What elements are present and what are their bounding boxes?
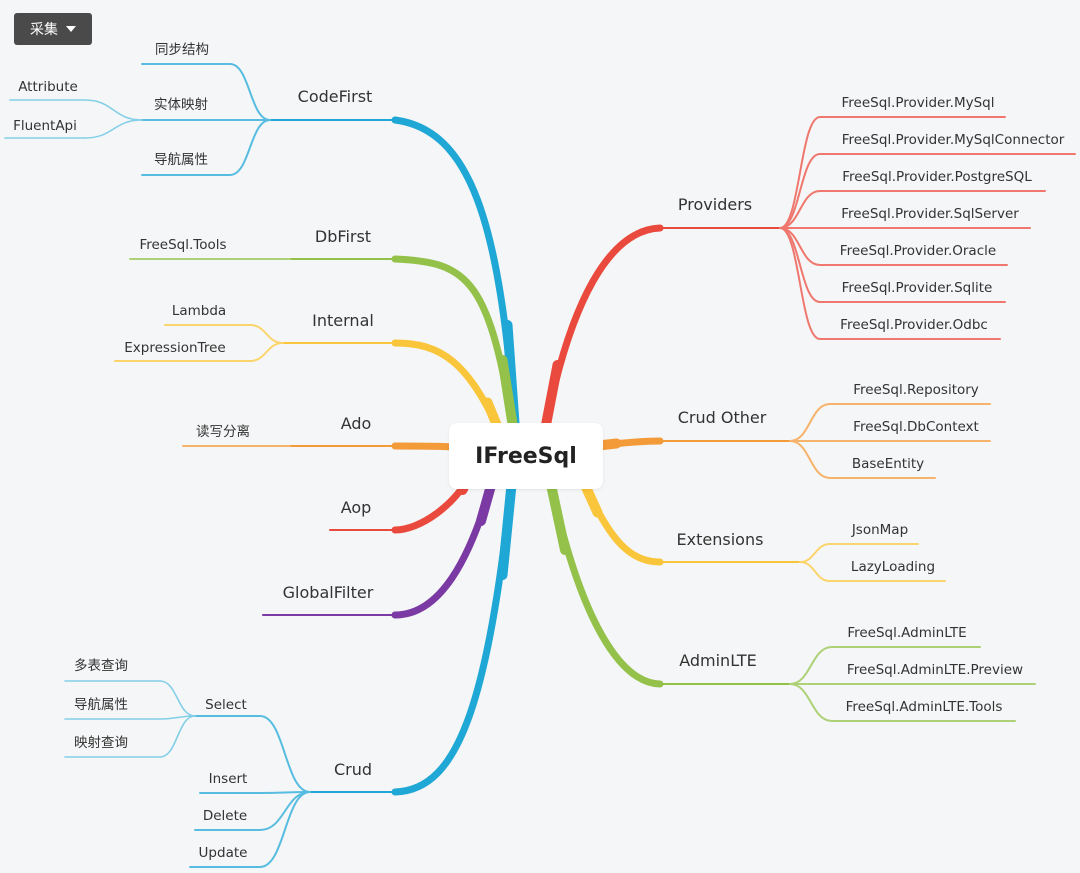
grandchild-label[interactable]: 导航属性 — [74, 697, 128, 713]
branch-connector-providers-base — [540, 360, 563, 435]
child-connector — [789, 440, 831, 479]
collect-button-label: 采集 — [30, 22, 58, 38]
child-connector — [259, 715, 311, 793]
child-label[interactable]: JsonMap — [851, 522, 908, 538]
child-connector — [789, 683, 833, 722]
child-label[interactable]: FreeSql.DbContext — [853, 419, 979, 435]
child-label[interactable]: LazyLoading — [851, 559, 935, 575]
branch-connector-adminlte-base — [545, 475, 570, 555]
caret-down-icon — [66, 26, 76, 32]
child-connector — [249, 324, 284, 344]
child-connector — [229, 119, 271, 176]
child-connector — [779, 153, 821, 229]
branch-label-codefirst[interactable]: CodeFirst — [298, 87, 373, 106]
child-connector — [779, 227, 821, 303]
child-label[interactable]: 读写分离 — [196, 423, 250, 440]
child-label[interactable]: Delete — [203, 808, 247, 824]
branch-connector-providers — [541, 224, 664, 434]
child-label[interactable]: FreeSql.Provider.Oracle — [840, 243, 996, 259]
grandchild-connector — [159, 715, 196, 758]
child-connector — [259, 791, 311, 868]
branch-label-dbfirst[interactable]: DbFirst — [315, 227, 371, 246]
grandchild-label[interactable]: 多表查询 — [74, 657, 128, 674]
child-connector — [229, 63, 271, 121]
branch-connector-extensions — [581, 481, 664, 566]
child-label[interactable]: FreeSql.Provider.SqlServer — [841, 206, 1019, 222]
child-label[interactable]: FreeSql.Provider.Sqlite — [842, 280, 993, 296]
child-connector — [789, 403, 831, 442]
child-label[interactable]: BaseEntity — [852, 456, 924, 472]
collect-dropdown-button[interactable]: 采集 — [14, 13, 92, 45]
branch-connector-crudother-base — [598, 438, 622, 450]
branch-label-extensions[interactable]: Extensions — [677, 530, 764, 549]
child-label[interactable]: FreeSql.AdminLTE.Tools — [846, 699, 1003, 715]
child-label[interactable]: ExpressionTree — [124, 340, 225, 356]
branch-connector-globalfilter — [391, 478, 496, 619]
child-label[interactable]: 实体映射 — [154, 97, 208, 113]
child-connector — [249, 342, 284, 362]
branch-label-globalfilter[interactable]: GlobalFilter — [283, 583, 374, 602]
grandchild-label[interactable]: FluentApi — [13, 118, 77, 134]
child-connector — [259, 791, 311, 831]
child-label[interactable]: FreeSql.Repository — [853, 382, 979, 398]
grandchild-connector — [84, 119, 143, 139]
branch-label-crud[interactable]: Crud — [334, 760, 372, 779]
branch-label-providers[interactable]: Providers — [678, 195, 752, 214]
branch-label-aop[interactable]: Aop — [341, 498, 372, 517]
child-connector — [799, 561, 831, 582]
child-label[interactable]: 导航属性 — [154, 152, 208, 168]
branch-label-ado[interactable]: Ado — [341, 414, 372, 433]
child-label[interactable]: Lambda — [172, 303, 226, 319]
branch-label-internal[interactable]: Internal — [312, 311, 374, 330]
child-connector — [789, 646, 833, 685]
branch-label-adminlte[interactable]: AdminLTE — [679, 651, 757, 670]
child-label[interactable]: 同步结构 — [155, 42, 209, 58]
child-connector — [779, 190, 821, 229]
branch-connector-extensions-base — [580, 480, 603, 518]
child-label[interactable]: FreeSql.AdminLTE — [847, 625, 966, 641]
child-label[interactable]: FreeSql.Tools — [139, 237, 226, 253]
child-label[interactable]: Insert — [209, 771, 248, 787]
root-node-label: IFreeSql — [475, 443, 577, 469]
grandchild-label[interactable]: Attribute — [18, 79, 78, 95]
child-connector — [779, 227, 821, 340]
child-label[interactable]: FreeSql.Provider.Odbc — [840, 317, 988, 333]
child-label[interactable]: FreeSql.Provider.PostgreSQL — [842, 169, 1032, 185]
child-label[interactable]: FreeSql.Provider.MySqlConnector — [842, 132, 1065, 148]
child-connector — [779, 116, 821, 229]
branch-connector-adminlte — [546, 476, 664, 688]
grandchild-connector — [84, 99, 143, 121]
child-connector — [799, 543, 831, 563]
grandchild-label[interactable]: 映射查询 — [74, 735, 128, 751]
branch-label-crudother[interactable]: Crud Other — [678, 408, 767, 427]
root-node[interactable]: IFreeSql — [449, 423, 603, 489]
child-label[interactable]: FreeSql.Provider.MySql — [842, 95, 995, 111]
child-label[interactable]: Update — [199, 845, 248, 861]
child-label[interactable]: FreeSql.AdminLTE.Preview — [847, 662, 1023, 678]
child-label[interactable]: Select — [205, 697, 247, 713]
grandchild-connector — [159, 680, 196, 717]
